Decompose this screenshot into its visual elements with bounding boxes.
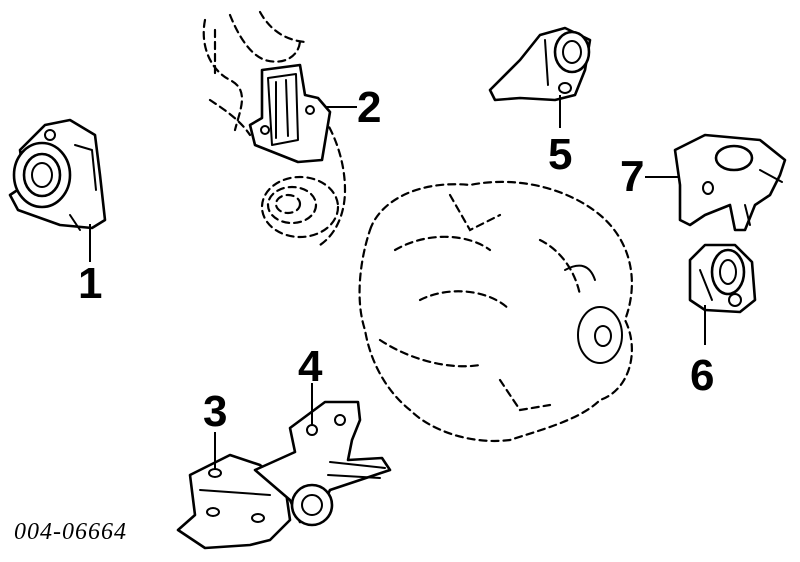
callout-4: 4 <box>298 342 323 391</box>
part-1-engine-mount <box>8 118 107 262</box>
callout-3: 3 <box>203 387 228 436</box>
callout-2: 2 <box>357 83 382 132</box>
callout-1: 1 <box>78 259 103 308</box>
part-number-label: 004-06664 <box>14 519 127 545</box>
part-2-bracket <box>248 63 357 164</box>
transmission-outline <box>358 180 633 442</box>
part-4-mount-assembly <box>253 383 392 527</box>
callout-5: 5 <box>548 130 573 179</box>
part-5-mount <box>488 26 592 128</box>
part-3-lower-bracket <box>176 432 292 550</box>
callout-7: 7 <box>620 152 645 201</box>
pulley-outline <box>260 175 340 239</box>
part-7-bracket <box>645 133 787 232</box>
callout-6: 6 <box>690 351 715 400</box>
part-6-mount <box>688 243 757 345</box>
